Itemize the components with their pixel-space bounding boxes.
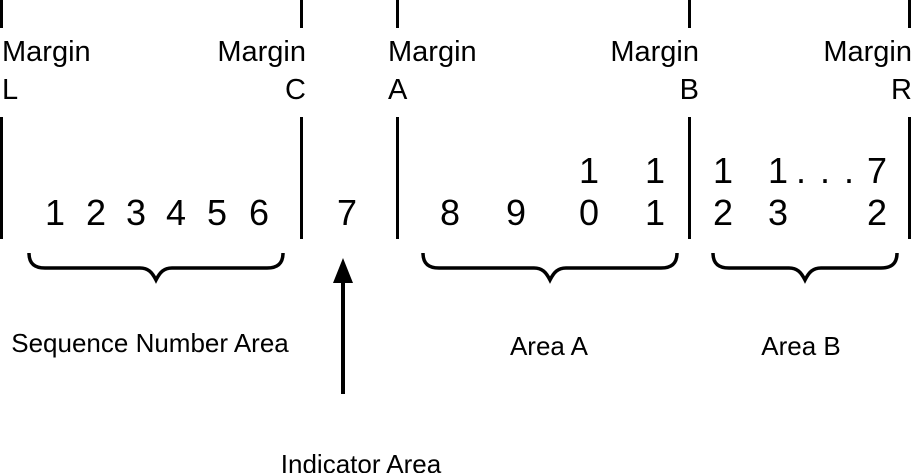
margin-a-word: Margin	[388, 36, 477, 68]
area-b-brace	[711, 252, 899, 284]
margin-l-word: Margin	[2, 36, 91, 68]
margin-a-label: Margin A	[388, 33, 477, 109]
margin-r-word: Margin	[823, 36, 912, 68]
column-tens-digit	[207, 150, 227, 192]
column-units-digit: 8	[439, 192, 461, 233]
column-2: 2	[86, 150, 106, 234]
column-4: 4	[166, 150, 186, 234]
column-units-digit: 9	[505, 192, 527, 233]
column-units-digit: 2	[85, 192, 107, 233]
column-units-digit: 7	[336, 192, 358, 233]
indicator-arrow	[333, 258, 353, 394]
column-tens-digit	[45, 150, 65, 192]
column-tens-digit: 7	[866, 150, 888, 191]
margin-b-top-tick	[688, 0, 691, 28]
sequence-number-area-label: Sequence Number Area	[11, 328, 289, 358]
margin-b-word: Margin	[610, 36, 699, 68]
margin-a-letter: A	[388, 74, 408, 106]
margin-c-letter: C	[285, 74, 306, 106]
column-tens-digit	[86, 150, 106, 192]
sequence-area-brace	[27, 252, 285, 284]
margin-r-line	[908, 117, 911, 239]
column-units-digit: 2	[866, 192, 888, 233]
margin-a-line	[396, 117, 399, 239]
column-8: 8	[440, 150, 460, 234]
column-3: 3	[126, 150, 146, 234]
column-units-digit: 0	[578, 192, 600, 233]
column-5: 5	[207, 150, 227, 234]
margin-b-letter: B	[679, 74, 699, 106]
column-7: 7	[337, 150, 357, 234]
column-tens-digit	[126, 150, 146, 192]
column-tens-digit	[506, 150, 526, 192]
margin-a-top-tick	[396, 0, 399, 28]
margin-r-top-tick	[908, 0, 911, 28]
column-units-digit: 5	[206, 192, 228, 233]
margin-l-letter: L	[2, 74, 19, 106]
column-tens-digit: 1	[712, 150, 734, 191]
margin-b-label: Margin B	[610, 33, 699, 109]
column-tens-digit: 1	[767, 150, 789, 191]
column-1: 1	[45, 150, 65, 234]
column-units-digit: 1	[44, 192, 66, 233]
column-tens-digit: 1	[644, 150, 666, 191]
column-ellipsis: . . .	[795, 150, 857, 191]
column-tens-digit	[249, 150, 269, 192]
column-units-digit: 2	[712, 192, 734, 233]
column-units-digit: 3	[125, 192, 147, 233]
margin-b-line	[688, 117, 691, 239]
column-tens-digit	[337, 150, 357, 192]
column-tens-digit	[440, 150, 460, 192]
margin-l-line	[0, 117, 3, 239]
column-units-digit: 4	[165, 192, 187, 233]
margin-l-top-tick	[0, 0, 3, 28]
margin-c-word: Margin	[217, 36, 306, 68]
column-units-digit: 1	[644, 192, 666, 233]
margin-r-label: Margin R	[823, 33, 912, 109]
column-6: 6	[249, 150, 269, 234]
area-b-label: Area B	[761, 331, 841, 361]
margin-l-label: Margin L	[2, 33, 91, 109]
area-a-brace	[421, 252, 679, 284]
margin-c-line	[300, 117, 303, 239]
area-a-label: Area A	[509, 331, 589, 361]
column-tens-digit: 1	[578, 150, 600, 191]
margin-c-label: Margin C	[217, 33, 306, 109]
column-units-digit: 6	[248, 192, 270, 233]
column-units-digit: 3	[767, 192, 789, 233]
indicator-area-label: Indicator Area	[280, 449, 442, 473]
margin-c-top-tick	[300, 0, 303, 28]
margin-r-letter: R	[891, 74, 912, 106]
column-9: 9	[506, 150, 526, 234]
column-tens-digit	[166, 150, 186, 192]
